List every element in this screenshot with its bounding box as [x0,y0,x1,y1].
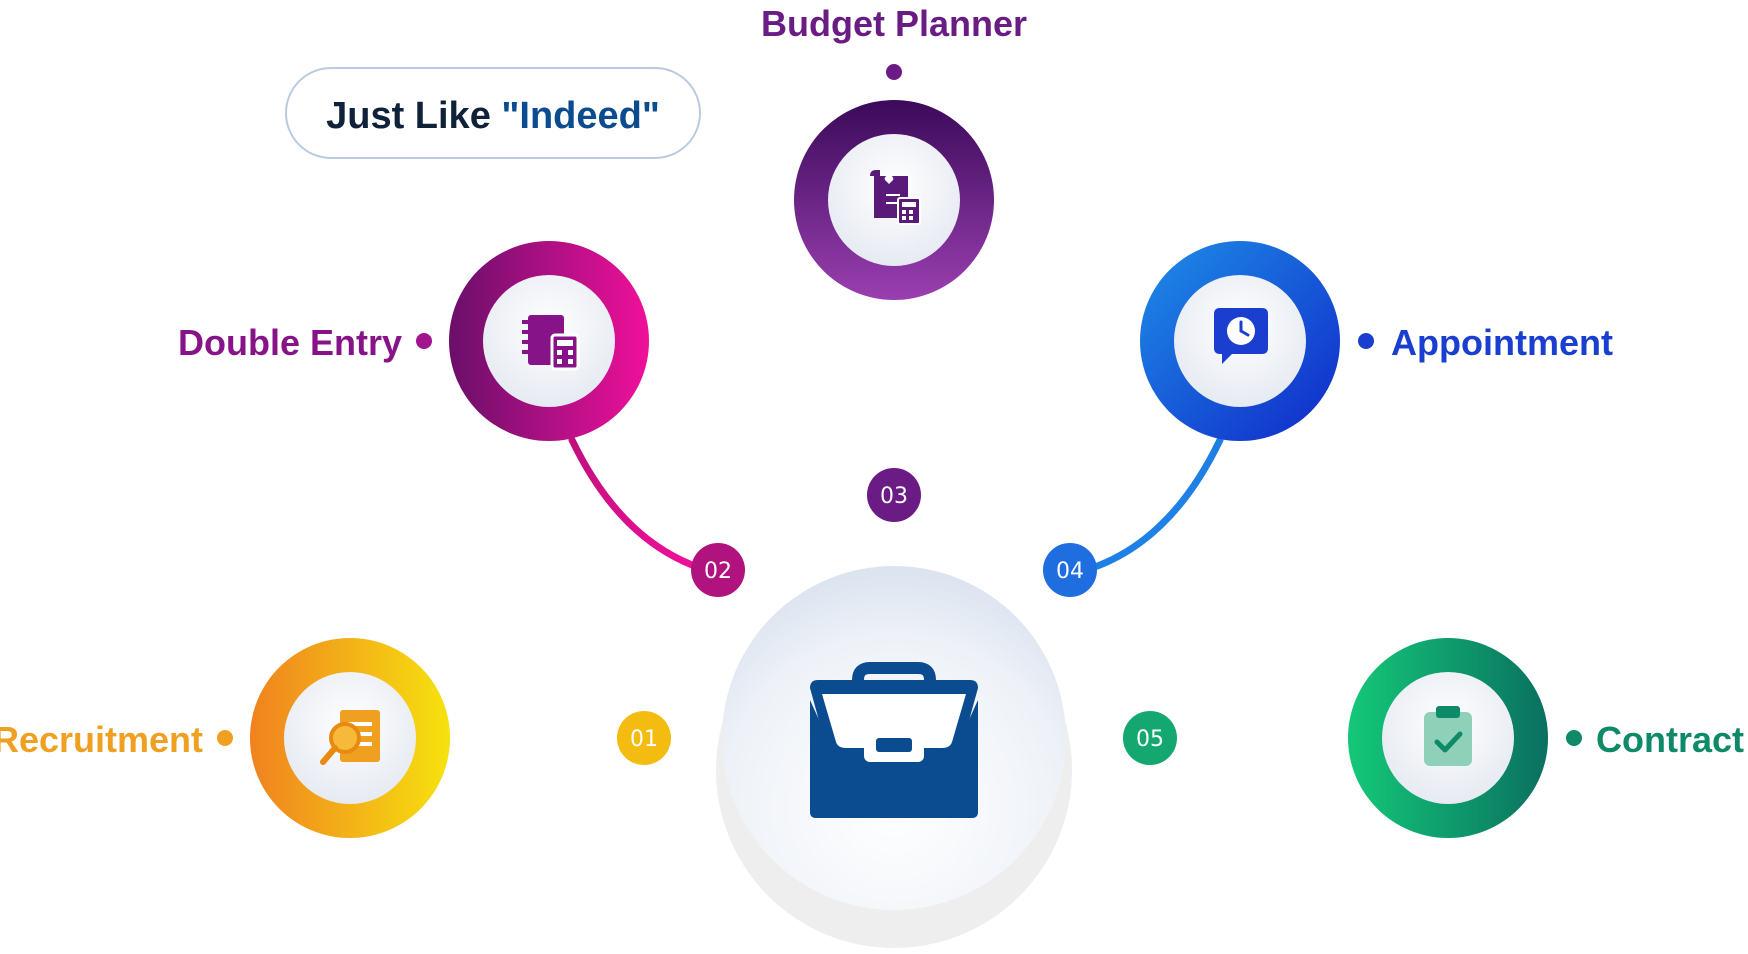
title-badge-text: Just Like "Indeed" [326,95,660,137]
step-number-05: 05 [1136,727,1164,752]
step-double-entry-label: Double Entry [178,322,402,363]
contract-dot [1566,730,1582,746]
briefcase-icon [810,662,978,818]
step-double-entry: Double Entry 02 [178,241,745,597]
step-number-badge-05 [1123,711,1177,765]
step-recruitment: Recruitment 01 [0,638,671,838]
connector-04 [1088,436,1224,572]
title-badge-highlight: "Indeed" [501,95,660,137]
connectors [448,296,1354,742]
budget-planner-dot [886,64,902,80]
clipboard-check-icon [1424,706,1472,766]
center-hub [716,566,1072,948]
budget-receipt-calculator-icon [870,170,921,225]
step-number-badge-01 [617,711,671,765]
title-badge: Just Like "Indeed" [285,67,701,159]
step-number-02: 02 [704,559,732,584]
recruitment-search-document-icon [320,710,380,765]
step-number-03: 03 [880,484,908,509]
appointment-dot [1358,333,1374,349]
ledger-calculator-icon [522,315,580,371]
step-budget-planner-label: Budget Planner [761,3,1027,44]
step-budget-planner: Budget Planner 03 [761,3,1027,522]
clock-chat-icon [1214,308,1268,364]
step-number-01: 01 [630,727,658,752]
step-contract: Contract 05 [1123,638,1744,838]
title-badge-prefix: Just Like [326,95,501,137]
connector-02 [568,436,704,572]
step-number-badge-03 [867,468,921,522]
step-appointment: Appointment 04 [1043,241,1613,597]
step-recruitment-label: Recruitment [0,719,203,760]
double-entry-dot [416,333,432,349]
step-number-badge-04 [1043,543,1097,597]
step-appointment-label: Appointment [1391,322,1613,363]
step-contract-label: Contract [1596,719,1744,760]
recruitment-dot [217,730,233,746]
step-number-04: 04 [1056,559,1084,584]
step-number-badge-02 [691,543,745,597]
